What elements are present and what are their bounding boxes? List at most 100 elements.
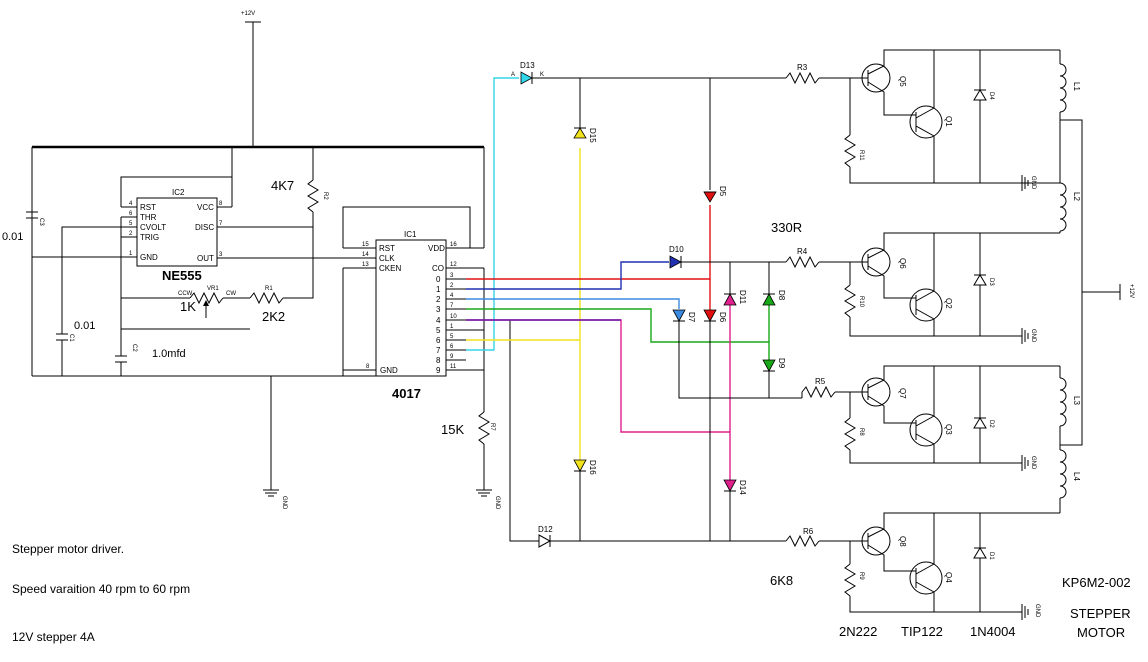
diode-d10: D10 (669, 245, 786, 269)
ic1-pin-q8: 98 (436, 354, 466, 365)
drawing-code: KP6M2-002 (1062, 575, 1131, 590)
resistor-r4: R4 330R (771, 220, 850, 269)
svg-text:R5: R5 (815, 377, 826, 386)
svg-text:VDD: VDD (428, 244, 445, 253)
diode-d13: D13 A K (511, 61, 580, 85)
svg-text:CKEN: CKEN (379, 264, 401, 273)
r7-value: 15K (441, 422, 464, 437)
ic2-pin-vcc: 8 VCC (197, 201, 232, 212)
diode-d7: D7 (672, 309, 769, 399)
ic1-ref: IC1 (404, 230, 417, 239)
capacitor-c1: C1 0.01 (56, 318, 95, 376)
svg-text:GND: GND (1030, 329, 1036, 343)
ic1-pin-vdd: 16 VDD (428, 242, 484, 253)
svg-text:3: 3 (436, 305, 441, 314)
svg-text:D3: D3 (988, 278, 994, 286)
svg-text:L4: L4 (1072, 472, 1081, 481)
svg-text:8: 8 (366, 364, 370, 370)
svg-text:1: 1 (450, 324, 454, 330)
svg-text:8: 8 (436, 356, 441, 365)
diode-d6: D6 (703, 309, 727, 541)
svg-text:L2: L2 (1072, 192, 1081, 201)
ic2-pin-disc: 7 DISC (195, 221, 313, 232)
svg-text:1: 1 (129, 251, 133, 257)
c1-value: 0.01 (74, 320, 95, 332)
ic1-pin-q2: 42 (436, 293, 466, 304)
svg-text:CO: CO (432, 264, 444, 273)
svg-text:D15: D15 (588, 128, 597, 143)
svg-text:R7: R7 (489, 423, 495, 431)
svg-text:R8: R8 (858, 428, 864, 436)
svg-text:16: 16 (450, 242, 457, 248)
svg-text:GND: GND (1034, 604, 1040, 618)
resistor-r2: R2 4K7 (271, 147, 328, 227)
svg-text:1: 1 (436, 285, 441, 294)
ic1-pin-q4: 104 (436, 314, 466, 325)
ic2-name: NE555 (162, 268, 202, 283)
ic2-pin-gnd: 1 GND (121, 251, 158, 262)
ic2-pin-thr: 6 THR (121, 211, 157, 222)
svg-text:OUT: OUT (197, 254, 214, 263)
svg-text:RST: RST (140, 203, 156, 212)
ic1-pin-q6: 56 (436, 334, 466, 345)
svg-text:THR: THR (140, 213, 157, 222)
svg-text:3: 3 (219, 252, 223, 258)
svg-text:D16: D16 (588, 460, 597, 475)
resistor-r5: R5 (769, 377, 858, 399)
svg-text:Q7: Q7 (898, 388, 907, 399)
svg-text:L3: L3 (1072, 396, 1081, 405)
svg-text:D11: D11 (738, 290, 747, 305)
svg-text:CLK: CLK (379, 254, 395, 263)
diode-d16: D16 (573, 459, 597, 541)
svg-text:R2: R2 (322, 192, 328, 200)
svg-text:RST: RST (379, 244, 395, 253)
svg-text:D9: D9 (777, 358, 786, 369)
ic2-ne555: IC2 NE555 4 RST 6 THR 5 CVOLT 2 TRIG 1 G… (121, 188, 376, 283)
vr1-value: 1K (180, 299, 196, 314)
svg-text:C1: C1 (68, 334, 74, 342)
svg-text:7: 7 (219, 221, 223, 227)
diode-d14: D14 (723, 479, 747, 541)
ic2-ref: IC2 (172, 188, 185, 197)
svg-text:Q2: Q2 (944, 298, 953, 309)
resistor-r6: R6 6K8 (770, 527, 850, 588)
svg-text:D12: D12 (538, 525, 553, 534)
svg-text:GND: GND (494, 496, 500, 510)
svg-text:8: 8 (219, 201, 223, 207)
svg-text:Q3: Q3 (944, 424, 953, 435)
svg-text:D10: D10 (669, 245, 684, 254)
svg-text:Q6: Q6 (898, 258, 907, 269)
drawing-title-1: STEPPER (1070, 606, 1131, 621)
drawing-title-2: MOTOR (1077, 625, 1125, 640)
ic1-pin-clk: 14 CLK (343, 252, 395, 263)
svg-text:9: 9 (436, 366, 441, 375)
motor-coils: L1 L2 L3 L4 +12V (1059, 50, 1134, 513)
svg-text:R6: R6 (803, 527, 814, 536)
driver-stage-4: Q8 Q4 R9 D1 GND (844, 512, 1060, 620)
svg-text:GND: GND (1030, 456, 1036, 470)
note-title: Stepper motor driver. (12, 542, 124, 556)
svg-text:R4: R4 (797, 247, 808, 256)
svg-text:7: 7 (450, 303, 454, 309)
svg-text:6: 6 (436, 336, 441, 345)
resistor-r3: R3 (580, 63, 850, 85)
gnd-symbol-1: GND (263, 376, 287, 510)
part-label-transistor: 2N222 (839, 624, 877, 639)
svg-text:A: A (511, 72, 515, 78)
svg-text:L1: L1 (1072, 82, 1081, 91)
svg-text:R10: R10 (858, 296, 864, 308)
svg-text:D7: D7 (687, 312, 696, 323)
part-label-diode: 1N4004 (970, 624, 1016, 639)
svg-text:5: 5 (436, 326, 441, 335)
svg-text:4: 4 (450, 293, 454, 299)
svg-text:0: 0 (436, 275, 441, 284)
svg-text:7: 7 (436, 346, 441, 355)
ic2-pin-rst: 4 RST (121, 201, 156, 212)
ic1-pin-q5: 15 (436, 324, 484, 335)
ic1-pin-q7: 67 (436, 344, 466, 355)
svg-text:5: 5 (450, 334, 454, 340)
note-rating: 12V stepper 4A (12, 630, 95, 644)
svg-text:R3: R3 (797, 63, 808, 72)
svg-text:9: 9 (450, 354, 454, 360)
